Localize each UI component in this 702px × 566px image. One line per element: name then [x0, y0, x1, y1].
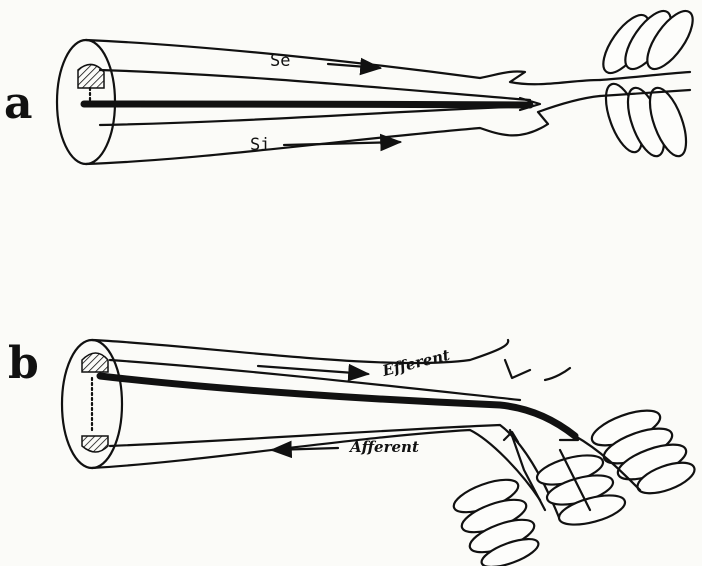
- panel-a-axon: [84, 104, 530, 105]
- panel-b-label-afferent: Afferent: [348, 438, 419, 456]
- panel-a-inner-lower: [100, 106, 530, 125]
- panel-a-trunk-upper: [86, 40, 600, 84]
- panel-b-afferent-tip: [504, 432, 518, 442]
- panel-b-leaves-bottom: [450, 473, 542, 566]
- panel-a-inner-upper: [100, 70, 530, 100]
- panel-a-hatched-segment: [78, 64, 104, 88]
- panel-a-arrow-si: [284, 142, 400, 145]
- panel-b-notch-2: [545, 368, 570, 380]
- panel-b-label-efferent: Efferent: [380, 346, 452, 380]
- panel-b-notch-1: [505, 360, 530, 378]
- panel-a-label-si: Si: [250, 135, 270, 155]
- panel-b-hatched-upper: [82, 353, 108, 372]
- panel-b: b: [8, 338, 698, 566]
- panel-b-hatched-lower: [82, 436, 108, 452]
- panel-a-leaves-top: [595, 4, 701, 80]
- panel-a-label-se: Se: [270, 51, 290, 71]
- panel-b-afferent-branch: [510, 430, 545, 510]
- panel-b-label: b: [8, 338, 39, 389]
- panel-a-label: a: [4, 78, 33, 129]
- panel-a: a Se Si: [4, 4, 701, 164]
- panel-b-arrow-efferent: [258, 366, 368, 374]
